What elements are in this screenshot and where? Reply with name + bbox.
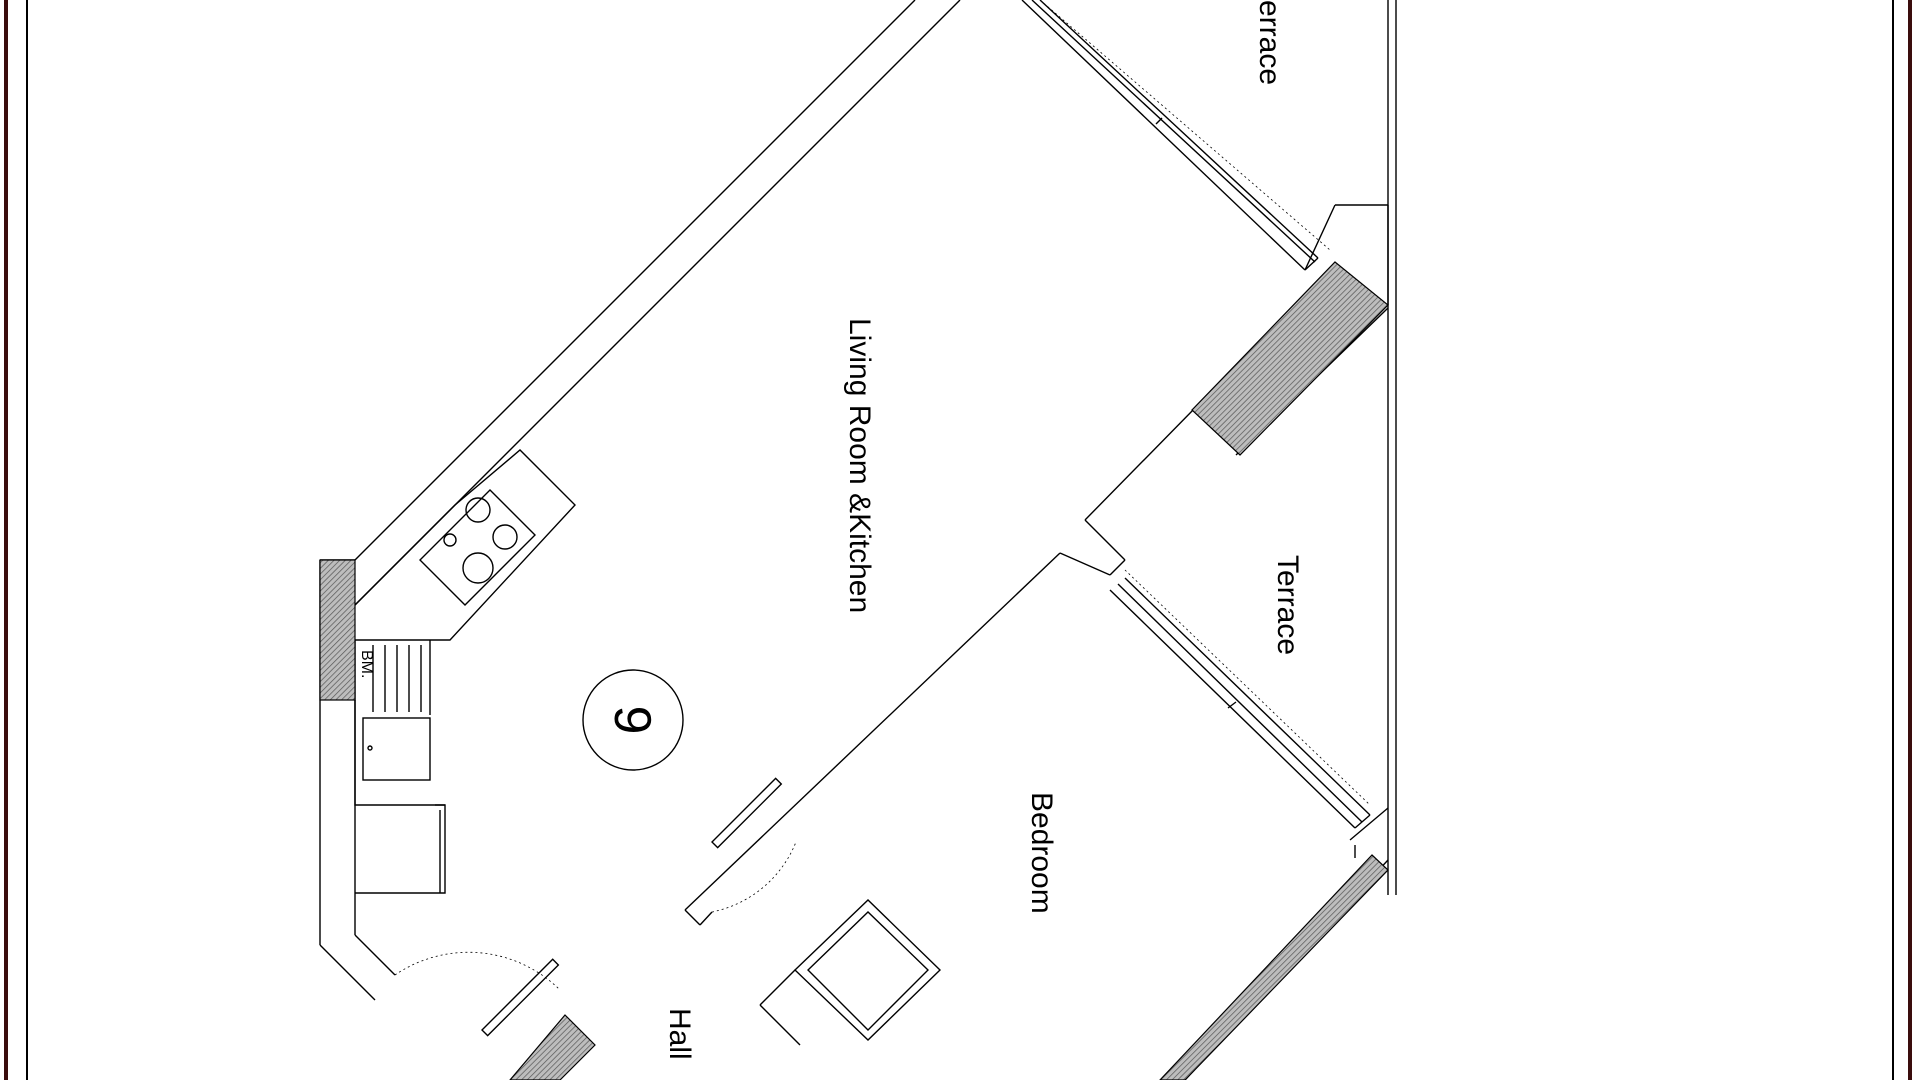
room-label-terrace-top: errace (1253, 0, 1286, 85)
room-label-bedroom: Bedroom (1025, 792, 1058, 914)
drawing-frame-outer (4, 0, 1912, 1080)
door-swing-line (1039, 0, 1331, 251)
bedroom-door (711, 777, 797, 913)
column-hatched-west (319, 559, 356, 701)
kitchen-counter (354, 449, 576, 894)
terrace-door-upper (1021, 0, 1319, 271)
wardrobe (759, 899, 942, 1046)
terrace-door-bedroom (1109, 577, 1389, 841)
drainer-icon (372, 645, 422, 712)
facade-right (1387, 0, 1397, 895)
hob-icon (419, 489, 536, 606)
room-label-living-kitchen: Living Room &Kitchen (843, 318, 876, 613)
unit-number-badge (582, 669, 684, 771)
sink-icon (362, 717, 431, 781)
entrance-door (394, 951, 561, 1037)
room-label-hall: Hall (663, 1008, 696, 1060)
appliance-label-bm: BM. (358, 650, 375, 678)
room-label-terrace-mid: Terrace (1271, 555, 1304, 655)
column-hatched-lower (1159, 854, 1389, 1080)
unit-number: 9 (603, 706, 661, 735)
wall-segment-upper-right (1304, 204, 1389, 305)
column-hatched-upper (1191, 261, 1389, 456)
drawing-frame-inner (26, 0, 1894, 1080)
column-hatched-entrance (509, 1014, 596, 1080)
door-swing-line-bedroom (1124, 569, 1371, 806)
partition-wall-living-bedroom (684, 552, 1111, 926)
